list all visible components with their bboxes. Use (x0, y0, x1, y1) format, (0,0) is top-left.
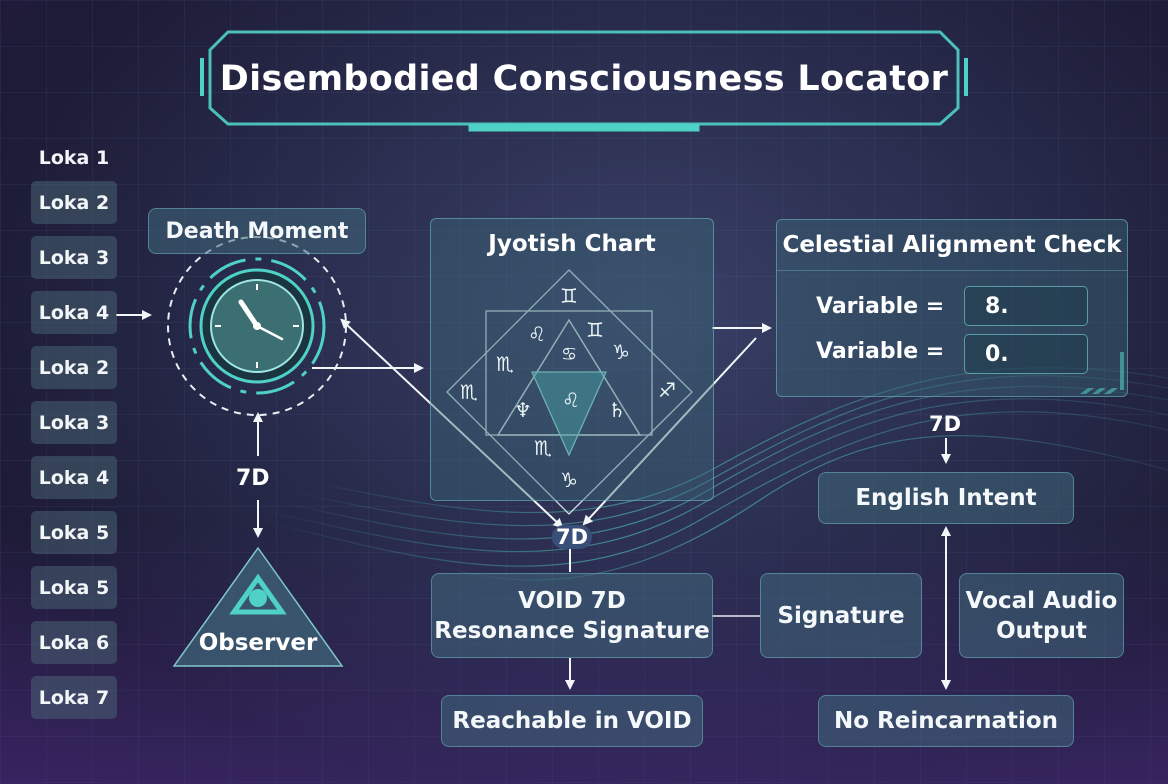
reachable-in-void-node[interactable]: Reachable in VOID (441, 695, 703, 747)
connectors (116, 310, 951, 690)
glyph-13: ♑ (560, 468, 578, 492)
void-line-1: VOID 7D (518, 587, 626, 614)
jyotish-chart-title: Jyotish Chart (488, 231, 656, 257)
loka-item-9[interactable]: Loka 5 (31, 566, 117, 609)
observer-icon (172, 546, 344, 667)
edge-label-7d-right: 7D (929, 412, 962, 436)
loka-item-3[interactable]: Loka 3 (31, 236, 117, 279)
loka-item-8[interactable]: Loka 5 (31, 511, 117, 554)
glyph-9: ♆ (514, 398, 532, 422)
variable-value-1[interactable]: 8. (964, 286, 1088, 326)
celestial-accent (1080, 352, 1124, 394)
loka-item-7[interactable]: Loka 4 (31, 456, 117, 499)
variable-value-2[interactable]: 0. (964, 334, 1088, 374)
glyph-3: ♊ (586, 318, 604, 342)
glyph-5: ♑ (612, 340, 630, 364)
title-frame (200, 30, 968, 132)
page-title: Disembodied Consciousness Locator (219, 59, 949, 99)
glyph-8: ♐ (658, 378, 676, 402)
observer-label: Observer (198, 630, 318, 656)
signature-node[interactable]: Signature (760, 573, 922, 658)
glyph-6: ♏ (460, 380, 478, 404)
glyph-7: ♋ (561, 344, 578, 365)
death-moment-node[interactable]: Death Moment (148, 208, 366, 254)
glyph-10: ♌ (562, 388, 580, 412)
edge-label-7d-center: 7D (552, 525, 593, 549)
vocal-line-1: Vocal Audio (965, 587, 1118, 614)
glyph-1: ♊ (560, 284, 578, 308)
no-reincarnation-node[interactable]: No Reincarnation (818, 695, 1074, 747)
loka-item-11[interactable]: Loka 7 (31, 676, 117, 719)
loka-item-6[interactable]: Loka 3 (31, 401, 117, 444)
glyph-11: ♄ (608, 398, 626, 422)
glyph-12: ♏ (534, 436, 552, 460)
loka-item-4[interactable]: Loka 4 (31, 291, 117, 334)
jyotish-chart-panel: Jyotish Chart (430, 218, 714, 501)
void-line-2: Resonance Signature (434, 617, 710, 644)
loka-item-10[interactable]: Loka 6 (31, 621, 117, 664)
glyph-2: ♌ (528, 322, 546, 346)
variable-label-2: Variable = (816, 339, 945, 364)
loka-item-2[interactable]: Loka 2 (31, 181, 117, 224)
void-resonance-node[interactable]: VOID 7D Resonance Signature (431, 573, 713, 658)
variable-label-1: Variable = (816, 294, 945, 319)
loka-item-5[interactable]: Loka 2 (31, 346, 117, 389)
vocal-line-2: Output (996, 617, 1087, 644)
english-intent-node[interactable]: English Intent (818, 472, 1074, 524)
glyph-4: ♏ (496, 352, 514, 376)
loka-item-1[interactable]: Loka 1 (38, 146, 110, 169)
clock-icon (167, 236, 347, 416)
celestial-alignment-title: Celestial Alignment Check (777, 220, 1127, 271)
edge-label-7d-left: 7D (236, 466, 270, 491)
vocal-audio-output-node[interactable]: Vocal Audio Output (959, 573, 1124, 658)
